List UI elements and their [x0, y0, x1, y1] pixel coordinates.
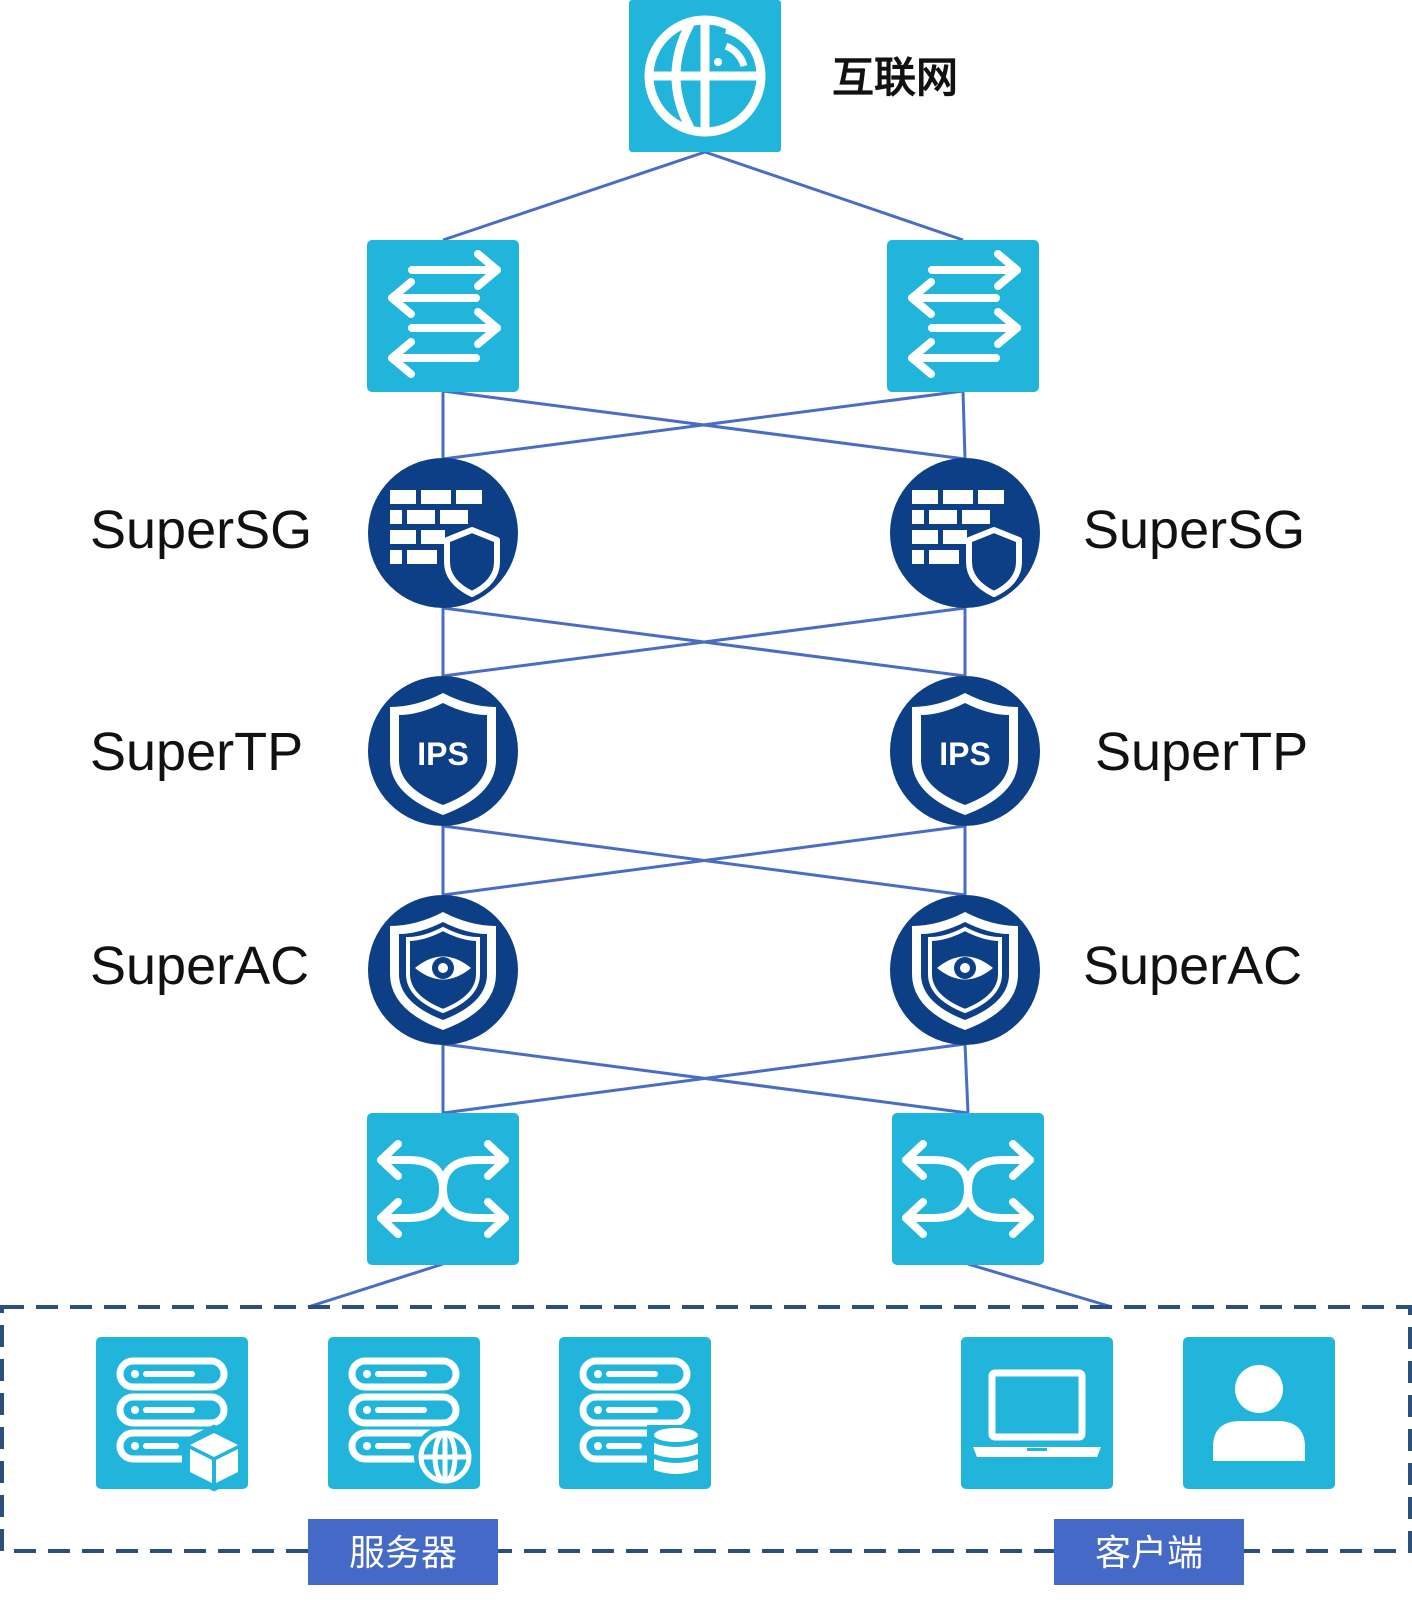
router-arrows-icon [908, 250, 1021, 378]
link-sw-left-servers [307, 1262, 444, 1309]
link-router-right-fw-right [961, 390, 967, 460]
ips-left-badge: IPS [417, 736, 469, 772]
clients-tag-label: 客户端 [1095, 1533, 1203, 1574]
ips-shield-icon: IPS [390, 693, 496, 815]
server-globe [328, 1337, 480, 1489]
internet-label: 互联网 [832, 53, 958, 102]
ac-right-label: SuperAC [1083, 936, 1302, 996]
ips-right-label: SuperTP [1095, 722, 1308, 782]
link-fw-right-ips-left [442, 606, 966, 678]
router-arrows-icon [388, 250, 501, 378]
server-database [559, 1337, 711, 1489]
ips-right: IPS SuperTP [890, 676, 1308, 826]
switch-left [367, 1113, 519, 1265]
switch-right [892, 1113, 1044, 1265]
ips-right-badge: IPS [939, 736, 991, 772]
firewall-left-label: SuperSG [90, 500, 312, 560]
ac-right: SuperAC [890, 895, 1302, 1045]
switch-cross-arrows-icon [377, 1140, 509, 1238]
link-internet-router-right [704, 150, 964, 242]
eye-shield-icon [390, 912, 496, 1030]
internet-node: 互联网 [629, 0, 958, 152]
ac-left-label: SuperAC [90, 936, 309, 996]
clients-tag: 客户端 [1054, 1519, 1244, 1585]
endpoint-group: 服务器 客户端 [0, 1305, 1412, 1585]
firewall-left: SuperSG [90, 458, 518, 608]
router-right [887, 240, 1039, 392]
firewall-right: SuperSG [890, 458, 1305, 608]
ips-left-label: SuperTP [90, 722, 303, 782]
link-sw-right-clients [967, 1262, 1113, 1309]
link-router-right-fw-left [442, 389, 964, 461]
server-database-icon [647, 1425, 705, 1485]
eye-shield-icon [912, 912, 1018, 1030]
servers-tag-label: 服务器 [349, 1533, 457, 1574]
server-globe-icon [414, 1426, 476, 1488]
client-user [1183, 1337, 1335, 1489]
firewall-shield-icon [390, 490, 500, 597]
links [307, 150, 1113, 1309]
firewall-shield-icon [912, 490, 1022, 597]
user-icon [1213, 1365, 1305, 1461]
ips-shield-icon: IPS [912, 693, 1018, 815]
firewall-right-label: SuperSG [1083, 500, 1305, 560]
switch-cross-arrows-icon [902, 1140, 1034, 1238]
link-internet-router-left [442, 150, 706, 242]
router-left [367, 240, 519, 392]
server-cube [96, 1337, 248, 1492]
link-ips-right-ac-left [442, 824, 966, 897]
servers-tag: 服务器 [308, 1519, 498, 1585]
ips-left: IPS SuperTP [90, 676, 518, 826]
client-laptop [961, 1337, 1113, 1489]
server-cube-icon [182, 1424, 246, 1492]
laptop-icon [973, 1369, 1101, 1457]
ac-left: SuperAC [90, 895, 518, 1045]
link-ac-right-sw-right [963, 1043, 970, 1114]
globe-icon [644, 15, 766, 137]
link-ac-right-sw-left [442, 1042, 966, 1115]
